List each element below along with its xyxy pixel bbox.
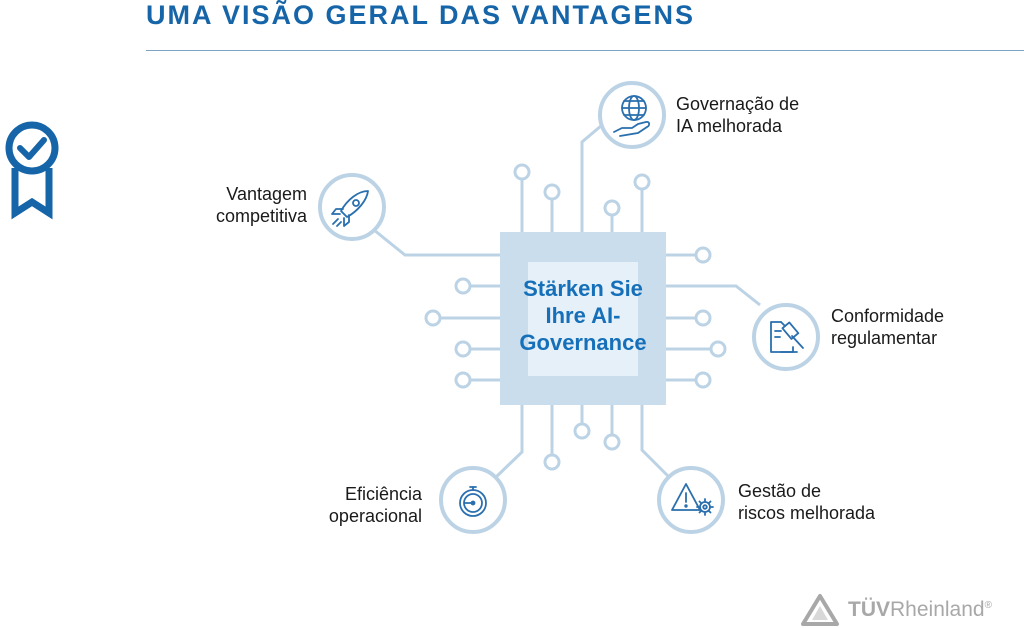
award-badge-icon — [5, 121, 59, 220]
rocket-icon — [331, 190, 369, 227]
benefit-label-line1: Governação de — [676, 94, 800, 114]
tuv-triangle-icon — [801, 594, 839, 626]
tuv-logo: TÜVRheinland® — [800, 592, 992, 628]
benefit-label-line2: competitiva — [215, 206, 307, 226]
chip-core — [528, 262, 638, 376]
logo-brand-bold: TÜV — [848, 598, 890, 621]
warning-gear-icon — [671, 483, 714, 516]
chip-label-line2: Ihre AI- — [545, 303, 621, 328]
title-divider — [146, 50, 1024, 51]
chip-label-line3: Governance — [519, 330, 647, 355]
document-gavel-icon — [770, 321, 804, 353]
benefit-label-line2: operacional — [328, 506, 422, 526]
chip-label-line1: Stärken Sie — [523, 276, 643, 301]
benefit-label-line2: riscos melhorada — [738, 503, 876, 523]
chip-label: Stärken Sie Ihre AI- Governance — [500, 275, 666, 356]
stopwatch-icon — [459, 486, 487, 517]
page-title: UMA VISÃO GERAL DAS VANTAGENS — [146, 0, 696, 30]
benefit-label-line2: IA melhorada — [676, 116, 783, 136]
logo-registered-mark: ® — [984, 600, 992, 611]
benefit-label-line1: Gestão de — [738, 481, 822, 501]
benefit-label-line1: Eficiência — [344, 484, 422, 504]
benefit-label-line2: regulamentar — [831, 328, 938, 348]
benefit-label-competitive: Vantagem competitiva — [193, 183, 307, 227]
benefit-label-line1: Vantagem — [226, 184, 307, 204]
logo-wordmark: TÜVRheinland® — [848, 598, 992, 622]
benefit-label-efficiency: Eficiência operacional — [305, 483, 422, 527]
benefit-label-risk: Gestão de riscos melhorada — [738, 480, 875, 524]
benefit-label-line1: Conformidade — [831, 306, 945, 326]
benefit-label-compliance: Conformidade regulamentar — [831, 305, 944, 349]
logo-brand-rest: Rheinland — [890, 598, 985, 621]
globe-hand-icon — [613, 95, 651, 137]
benefit-label-ai-governance: Governação de IA melhorada — [676, 93, 799, 137]
